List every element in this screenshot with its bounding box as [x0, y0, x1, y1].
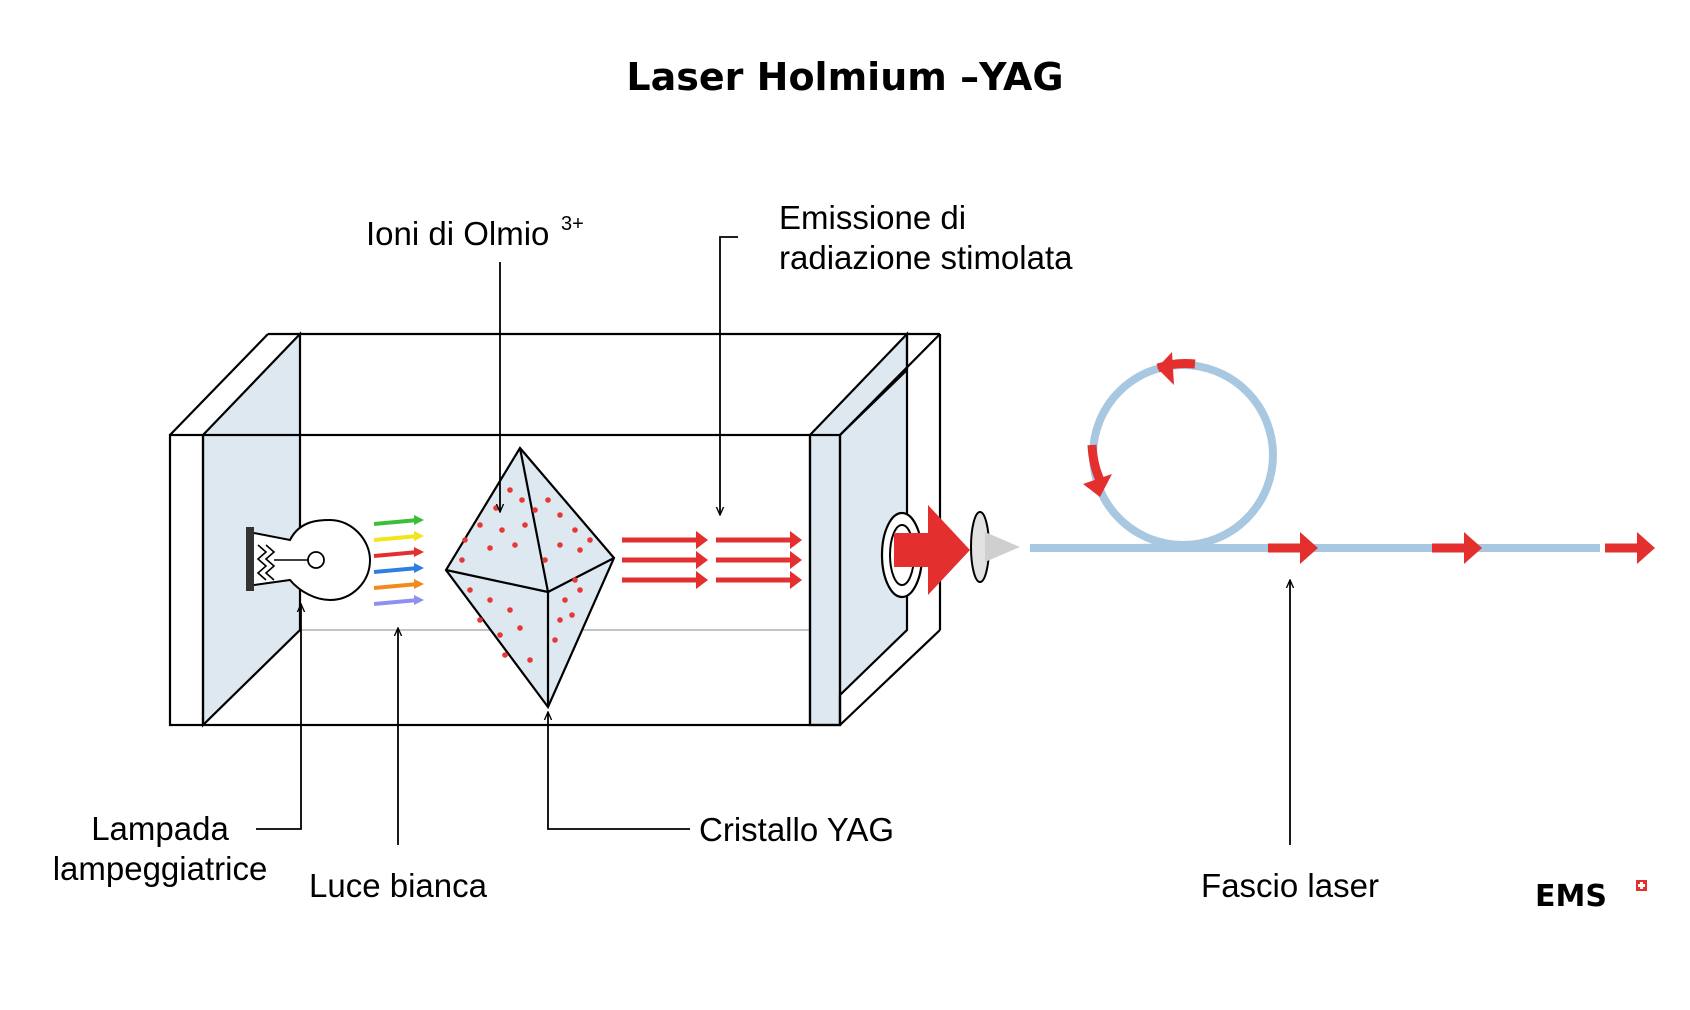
ion-dot — [462, 537, 468, 543]
white-light-spectrum-arrows — [373, 515, 424, 606]
diagram-title: Laser Holmium –YAG — [626, 55, 1063, 99]
swiss-cross-icon — [1636, 880, 1647, 891]
ion-dot — [487, 545, 493, 551]
spectrum-arrow — [373, 595, 424, 606]
label-crystal: Cristallo YAG — [699, 811, 894, 848]
emission-arrow — [622, 531, 708, 549]
ion-dot — [577, 547, 583, 553]
label-ions: Ioni di Olmio — [366, 215, 549, 252]
ion-dot — [477, 522, 483, 528]
ion-dot — [487, 597, 493, 603]
emission-arrow — [716, 571, 802, 589]
ion-dot — [522, 522, 528, 528]
ion-dot — [493, 505, 499, 511]
spectrum-arrow — [373, 579, 424, 590]
spectrum-arrow — [373, 531, 424, 542]
ion-dot — [477, 617, 483, 623]
label-white-light: Luce bianca — [309, 867, 488, 904]
ion-dot — [527, 657, 533, 663]
ion-dot — [532, 507, 538, 513]
emission-arrow — [622, 571, 708, 589]
ion-dot — [517, 625, 523, 631]
ion-dot — [512, 542, 518, 548]
ion-dot — [587, 537, 593, 543]
ion-dot — [542, 557, 548, 563]
fiber-arrow — [1268, 532, 1318, 564]
laser-arrow-icon — [894, 505, 970, 595]
ion-dot — [519, 497, 525, 503]
ion-dot — [497, 632, 503, 638]
ion-dot — [557, 542, 563, 548]
ion-dot — [507, 487, 513, 493]
yag-crystal — [444, 446, 616, 710]
ems-logo: EMS — [1535, 879, 1647, 914]
spectrum-arrow — [373, 547, 424, 558]
ion-dot — [459, 557, 465, 563]
ion-dot — [545, 497, 551, 503]
label-laser-beam: Fascio laser — [1201, 867, 1379, 904]
ion-dot — [562, 597, 568, 603]
ion-dot — [552, 637, 558, 643]
ion-dot — [569, 612, 575, 618]
emission-arrow — [622, 551, 708, 569]
lens-icon — [970, 511, 1020, 583]
stimulated-emission-arrows — [622, 531, 802, 589]
label-lamp-line2: lampeggiatrice — [53, 850, 268, 887]
spectrum-arrow — [373, 563, 424, 574]
holmium-ions — [459, 487, 593, 663]
ion-dot — [557, 617, 563, 623]
ion-dot — [507, 607, 513, 613]
logo-text: EMS — [1535, 879, 1607, 914]
ion-dot — [572, 527, 578, 533]
label-ions-superscript: 3+ — [561, 213, 584, 235]
laser-cavity-box — [168, 331, 942, 728]
flash-lamp-bulb-icon — [246, 518, 372, 602]
label-emission-line2: radiazione stimolata — [779, 239, 1073, 276]
ion-dot — [467, 587, 473, 593]
spectrum-arrow — [373, 515, 424, 526]
emission-arrow — [716, 531, 802, 549]
leader-lines — [256, 236, 1290, 845]
fiber-arrow — [1432, 532, 1482, 564]
fiber-loop-icon — [1030, 352, 1655, 564]
fiber-arrow — [1605, 532, 1655, 564]
ion-dot — [502, 652, 508, 658]
emission-arrow — [716, 551, 802, 569]
ion-dot — [572, 577, 578, 583]
label-emission-line1: Emissione di — [779, 199, 966, 236]
ion-dot — [557, 512, 563, 518]
label-lamp-line1: Lampada — [91, 810, 229, 847]
ion-dot — [577, 587, 583, 593]
ion-dot — [499, 527, 505, 533]
